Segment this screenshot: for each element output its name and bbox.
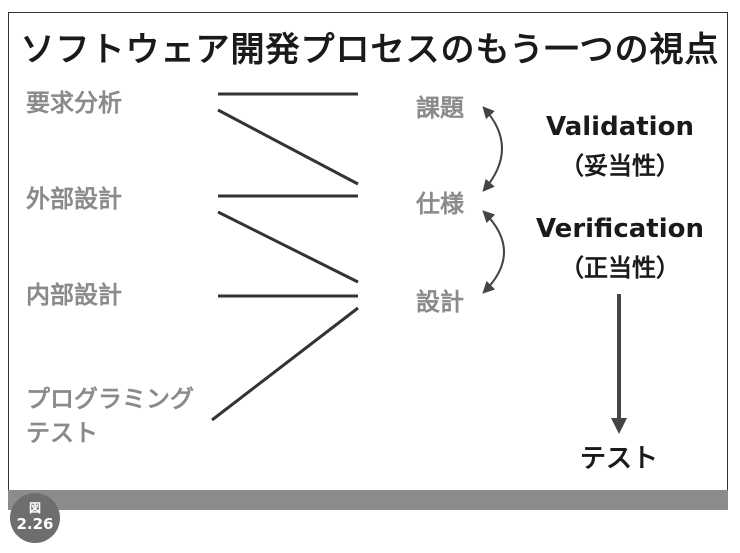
validation-arrow xyxy=(482,106,503,192)
down-arrow-head xyxy=(611,418,627,434)
phase-internal-design: 内部設計 xyxy=(26,281,122,309)
line-diag-3 xyxy=(211,306,359,422)
verification-label: Verification xyxy=(535,214,704,244)
target-design: 設計 xyxy=(416,288,464,316)
line-diag-2 xyxy=(217,210,359,284)
figure-badge: 図 2.26 xyxy=(10,493,60,543)
bottom-bar xyxy=(8,490,728,510)
phase-external-design: 外部設計 xyxy=(26,185,122,213)
phase-test: テスト xyxy=(26,419,98,447)
target-problem: 課題 xyxy=(416,94,464,122)
validation-sub: （妥当性） xyxy=(560,152,680,180)
figure-badge-number: 2.26 xyxy=(16,515,54,533)
page-title: ソフトウェア開発プロセスのもう一つの視点 xyxy=(20,30,720,70)
figure-badge-kanji: 図 xyxy=(28,501,41,515)
diagram-frame xyxy=(8,12,728,492)
line-diag-1 xyxy=(217,108,359,186)
verification-sub: （正当性） xyxy=(560,254,680,282)
target-specification: 仕様 xyxy=(416,190,464,218)
phase-programming: プログラミング xyxy=(26,385,194,413)
test-label: テスト xyxy=(580,444,659,474)
validation-label: Validation xyxy=(546,112,694,142)
phase-requirements-analysis: 要求分析 xyxy=(26,89,122,117)
verification-arrow xyxy=(482,210,505,294)
